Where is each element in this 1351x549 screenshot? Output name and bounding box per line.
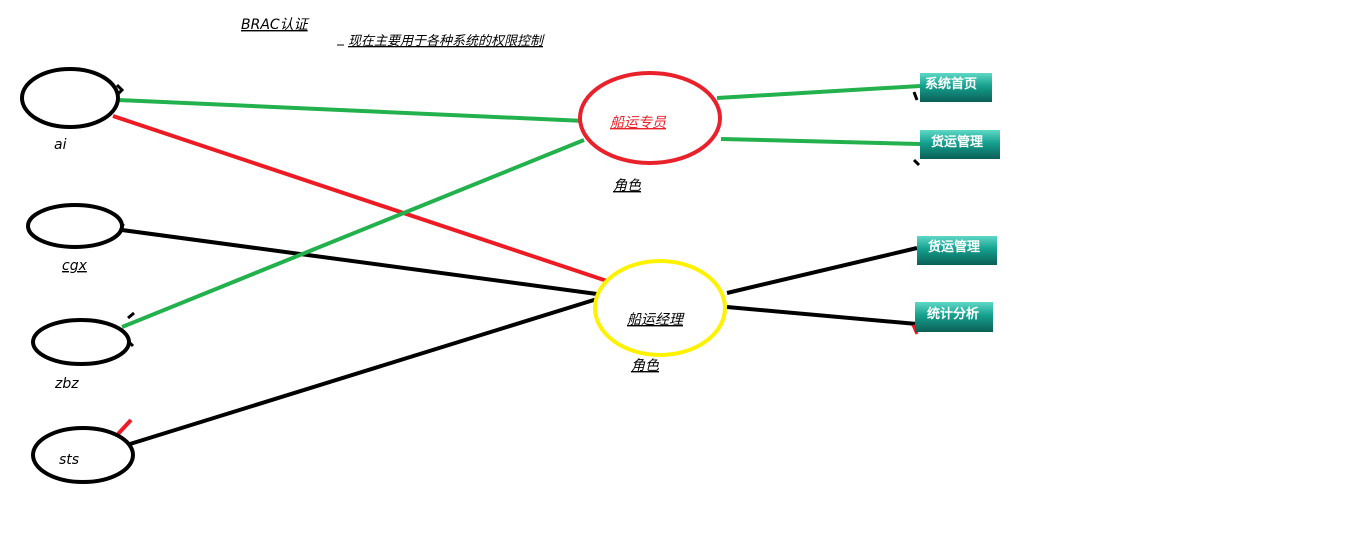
role-label: 船运经理 — [627, 312, 685, 328]
user-node-sts: sts — [31, 426, 135, 484]
permission-box-stat-analysis: 统计分析 — [915, 302, 993, 332]
role-ellipse — [593, 259, 727, 357]
permission-box-freight-mgmt-1: 货运管理 — [920, 130, 1000, 159]
user-label: zbz — [54, 376, 79, 392]
link-manager-freight-mgmt — [726, 246, 918, 295]
user-label: ai — [54, 137, 67, 153]
role-label: 船运专员 — [610, 115, 667, 131]
diagram-subtitle: 现在主要用于各种系统的权限控制 — [348, 33, 545, 49]
role-caption: 角色 — [631, 358, 660, 374]
arrow-tick-icon — [127, 311, 135, 320]
link-manager-stat-analysis — [726, 305, 918, 326]
permission-box-sys-home: 系统首页 — [920, 73, 992, 102]
user-node-cgx: cgx — [26, 203, 124, 274]
user-node-zbz: zbz — [31, 318, 131, 392]
user-ellipse — [20, 67, 120, 129]
permission-label: 货运管理 — [931, 134, 983, 150]
diagram-title: BRAC认证 — [241, 17, 310, 33]
permission-box-bg — [920, 130, 1000, 159]
role-node-shipping-manager: 船运经理 角色 — [593, 259, 727, 374]
arrow-tick-icon — [116, 418, 133, 436]
user-node-ai: ai — [20, 67, 120, 153]
permission-box-bg — [915, 302, 993, 332]
permission-box-freight-mgmt-2: 货运管理 — [917, 236, 997, 265]
permission-label: 统计分析 — [927, 306, 979, 322]
link-specialist-freight-mgmt — [720, 137, 921, 146]
role-ellipse — [578, 71, 722, 165]
link-sts-shipping-manager — [129, 297, 598, 446]
link-ai-shipping-manager — [112, 114, 611, 284]
link-specialist-sys-home — [716, 84, 921, 100]
permission-label: 系统首页 — [925, 76, 977, 92]
user-label: sts — [59, 452, 79, 468]
user-ellipse — [26, 203, 124, 249]
role-caption: 角色 — [613, 178, 642, 194]
arrow-ticks — [115, 83, 921, 436]
arrow-tick-icon — [912, 158, 921, 167]
permission-label: 货运管理 — [928, 239, 980, 255]
permission-box-bg — [917, 236, 997, 265]
connection-lines — [112, 84, 921, 446]
permission-box-bg — [920, 73, 992, 102]
arrow-tick-icon — [912, 91, 919, 101]
user-ellipse — [31, 318, 131, 366]
link-zbz-shipping-specialist — [121, 138, 585, 329]
role-node-shipping-specialist: 船运专员 角色 — [578, 71, 722, 194]
link-ai-shipping-specialist — [117, 98, 586, 123]
link-cgx-shipping-manager — [121, 228, 598, 296]
user-ellipse — [31, 426, 135, 484]
user-label: cgx — [62, 258, 88, 274]
